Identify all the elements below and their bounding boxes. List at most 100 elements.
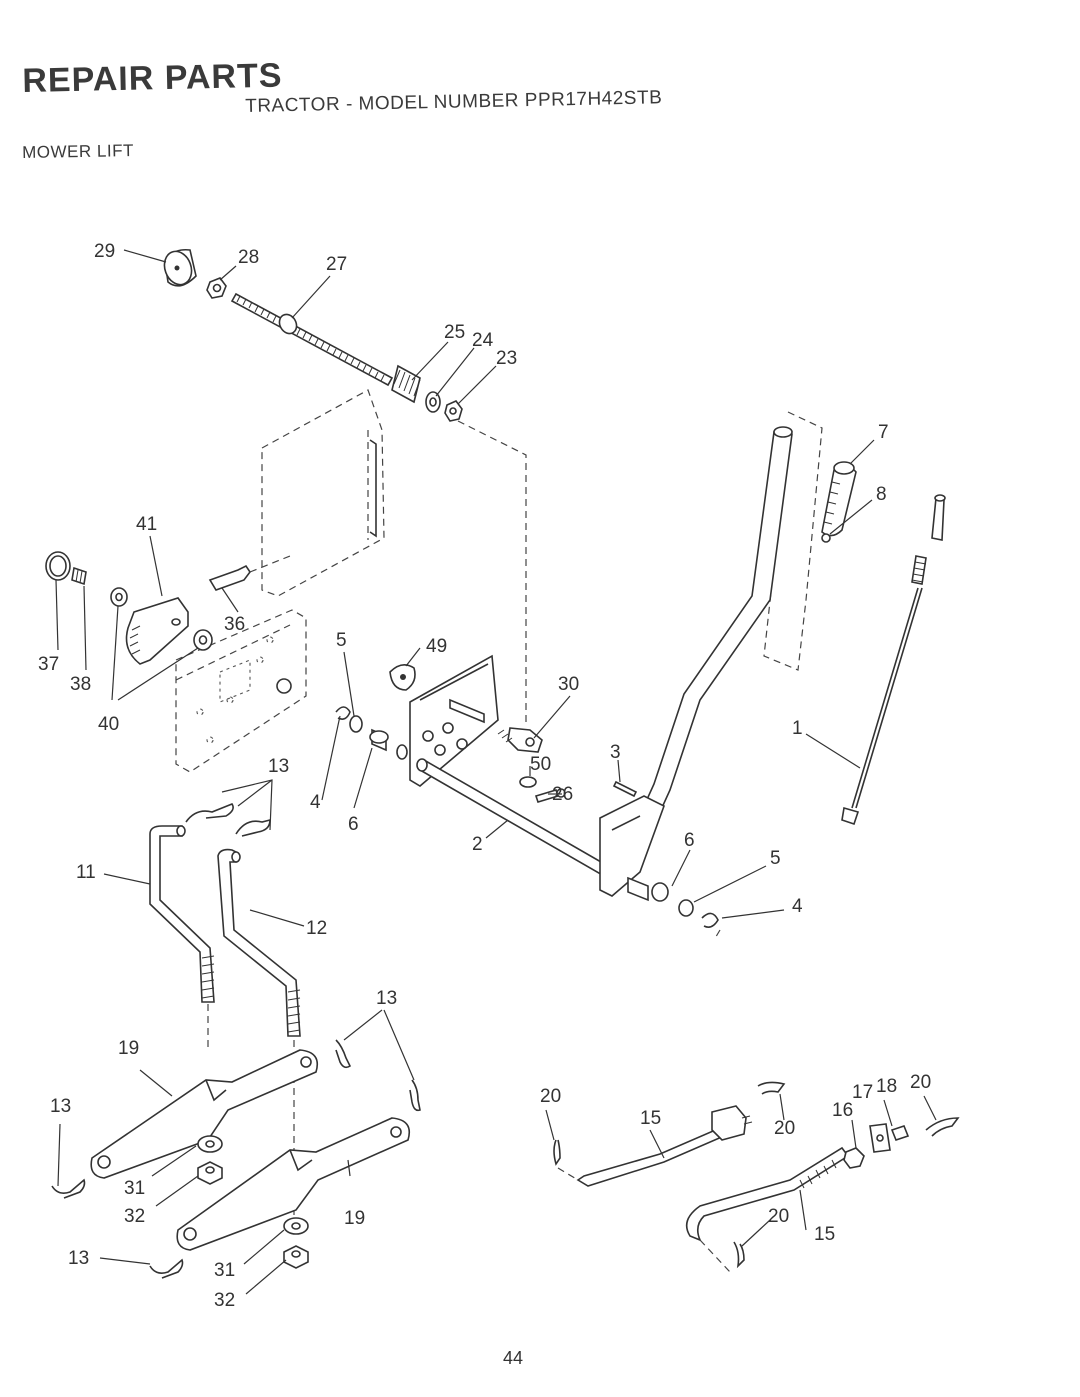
hex-nut-28 <box>206 277 227 299</box>
callout-4-right: 4 <box>792 896 803 917</box>
page-number: 44 <box>503 1348 524 1368</box>
hairpin-20d <box>733 1241 745 1269</box>
threaded-rod-27 <box>230 292 394 387</box>
callout-3: 3 <box>610 742 621 763</box>
washer-50 <box>519 776 537 788</box>
callout-13-lower: 13 <box>68 1248 89 1269</box>
leader-lines <box>55 249 937 1295</box>
callout-31-upper: 31 <box>124 1178 145 1199</box>
pivot-plate <box>409 654 499 787</box>
lift-link-12 <box>217 848 301 1037</box>
callout-49: 49 <box>426 636 447 657</box>
callout-26: 26 <box>552 784 573 805</box>
handle-phantom <box>763 411 823 671</box>
lift-lever <box>642 426 793 814</box>
callout-23: 23 <box>496 348 517 369</box>
bolt-38 <box>71 566 87 586</box>
callout-18: 18 <box>876 1076 897 1097</box>
hairpin-20b <box>757 1081 786 1095</box>
bolt-26 <box>534 788 566 803</box>
nut-32b <box>283 1245 309 1269</box>
callout-20-mid: 20 <box>774 1118 795 1139</box>
callout-15-upper: 15 <box>640 1108 661 1129</box>
nut-16 <box>843 1147 865 1169</box>
callout-5-upper: 5 <box>336 630 347 651</box>
callout-5-right: 5 <box>770 848 781 869</box>
callout-8: 8 <box>876 484 887 505</box>
trunnion-17 <box>869 1123 891 1153</box>
rod-15b-line <box>699 1239 731 1273</box>
flange-nut-49 <box>389 664 416 691</box>
hairpin-20a <box>553 1139 561 1166</box>
washer-40b <box>193 629 213 651</box>
callout-36: 36 <box>224 614 245 635</box>
spring-25 <box>391 364 421 404</box>
callout-19-upper: 19 <box>118 1038 139 1059</box>
callout-40: 40 <box>98 714 119 735</box>
lift-arm-19a <box>90 1049 319 1179</box>
callout-24: 24 <box>472 330 494 351</box>
cam-knob-41 <box>125 597 189 665</box>
callout-12: 12 <box>306 918 327 939</box>
callout-6-left: 6 <box>348 814 359 835</box>
washer-24 <box>425 391 441 413</box>
pin-3 <box>612 780 638 798</box>
hairpin-20c <box>925 1117 960 1137</box>
callout-27: 27 <box>326 254 347 275</box>
rod-alignment-line <box>457 420 527 725</box>
hex-nut-23 <box>444 400 463 422</box>
callout-37: 37 <box>38 654 59 675</box>
ring-37 <box>45 551 71 581</box>
callout-16: 16 <box>832 1100 853 1121</box>
adjust-knob-29 <box>163 248 197 287</box>
callout-31-lower: 31 <box>214 1260 235 1281</box>
lift-arm-19b <box>176 1117 411 1251</box>
washer-31b <box>283 1217 309 1235</box>
bushing-6b <box>627 876 669 902</box>
hairpin-13a <box>185 803 234 823</box>
hairpin-13b <box>235 818 271 837</box>
callout-41: 41 <box>136 514 157 535</box>
hairpin-13f <box>149 1258 184 1279</box>
bushing-6a <box>369 728 389 752</box>
clip-4b <box>701 912 719 928</box>
callout-50: 50 <box>530 754 551 775</box>
washer-5b <box>678 899 694 917</box>
callout-labels: 29 28 27 25 24 23 7 8 41 36 37 38 40 5 4… <box>38 241 931 1311</box>
front-rod-15a <box>576 1105 753 1187</box>
callout-32-upper: 32 <box>124 1206 145 1227</box>
callout-6-right: 6 <box>684 830 695 851</box>
callout-29: 29 <box>94 241 115 262</box>
nut-32a <box>197 1161 223 1185</box>
callout-4-left: 4 <box>310 792 321 813</box>
frame-bracket-phantom <box>175 389 385 773</box>
callout-13-mid: 13 <box>376 988 397 1009</box>
callout-25: 25 <box>444 322 465 343</box>
washer-5a <box>349 715 363 733</box>
lift-rod-1 <box>841 494 946 826</box>
handle-grip-7 <box>821 461 857 537</box>
cross-shaft-2 <box>416 758 610 878</box>
callout-32-lower: 32 <box>214 1290 235 1311</box>
callout-20-left: 20 <box>540 1086 561 1107</box>
clip-36 <box>208 555 291 591</box>
callout-17: 17 <box>852 1082 873 1103</box>
hairpin-13d <box>409 1079 421 1112</box>
callout-20-right: 20 <box>910 1072 931 1093</box>
callout-2: 2 <box>472 834 483 855</box>
callout-11: 11 <box>76 862 96 883</box>
callout-30: 30 <box>558 674 579 695</box>
hairpin-13e <box>51 1178 86 1199</box>
clip-line <box>713 929 721 941</box>
callout-15-lower: 15 <box>814 1224 835 1245</box>
hairpin-13c <box>335 1039 352 1069</box>
callout-1: 1 <box>792 718 803 739</box>
ball-8 <box>821 533 831 543</box>
rod-15a-line <box>557 1167 579 1181</box>
callout-20-lower: 20 <box>768 1206 789 1227</box>
clip-4a <box>335 706 351 720</box>
washer-31a <box>197 1135 223 1153</box>
callout-13-left: 13 <box>50 1096 71 1117</box>
callout-7: 7 <box>878 422 889 443</box>
